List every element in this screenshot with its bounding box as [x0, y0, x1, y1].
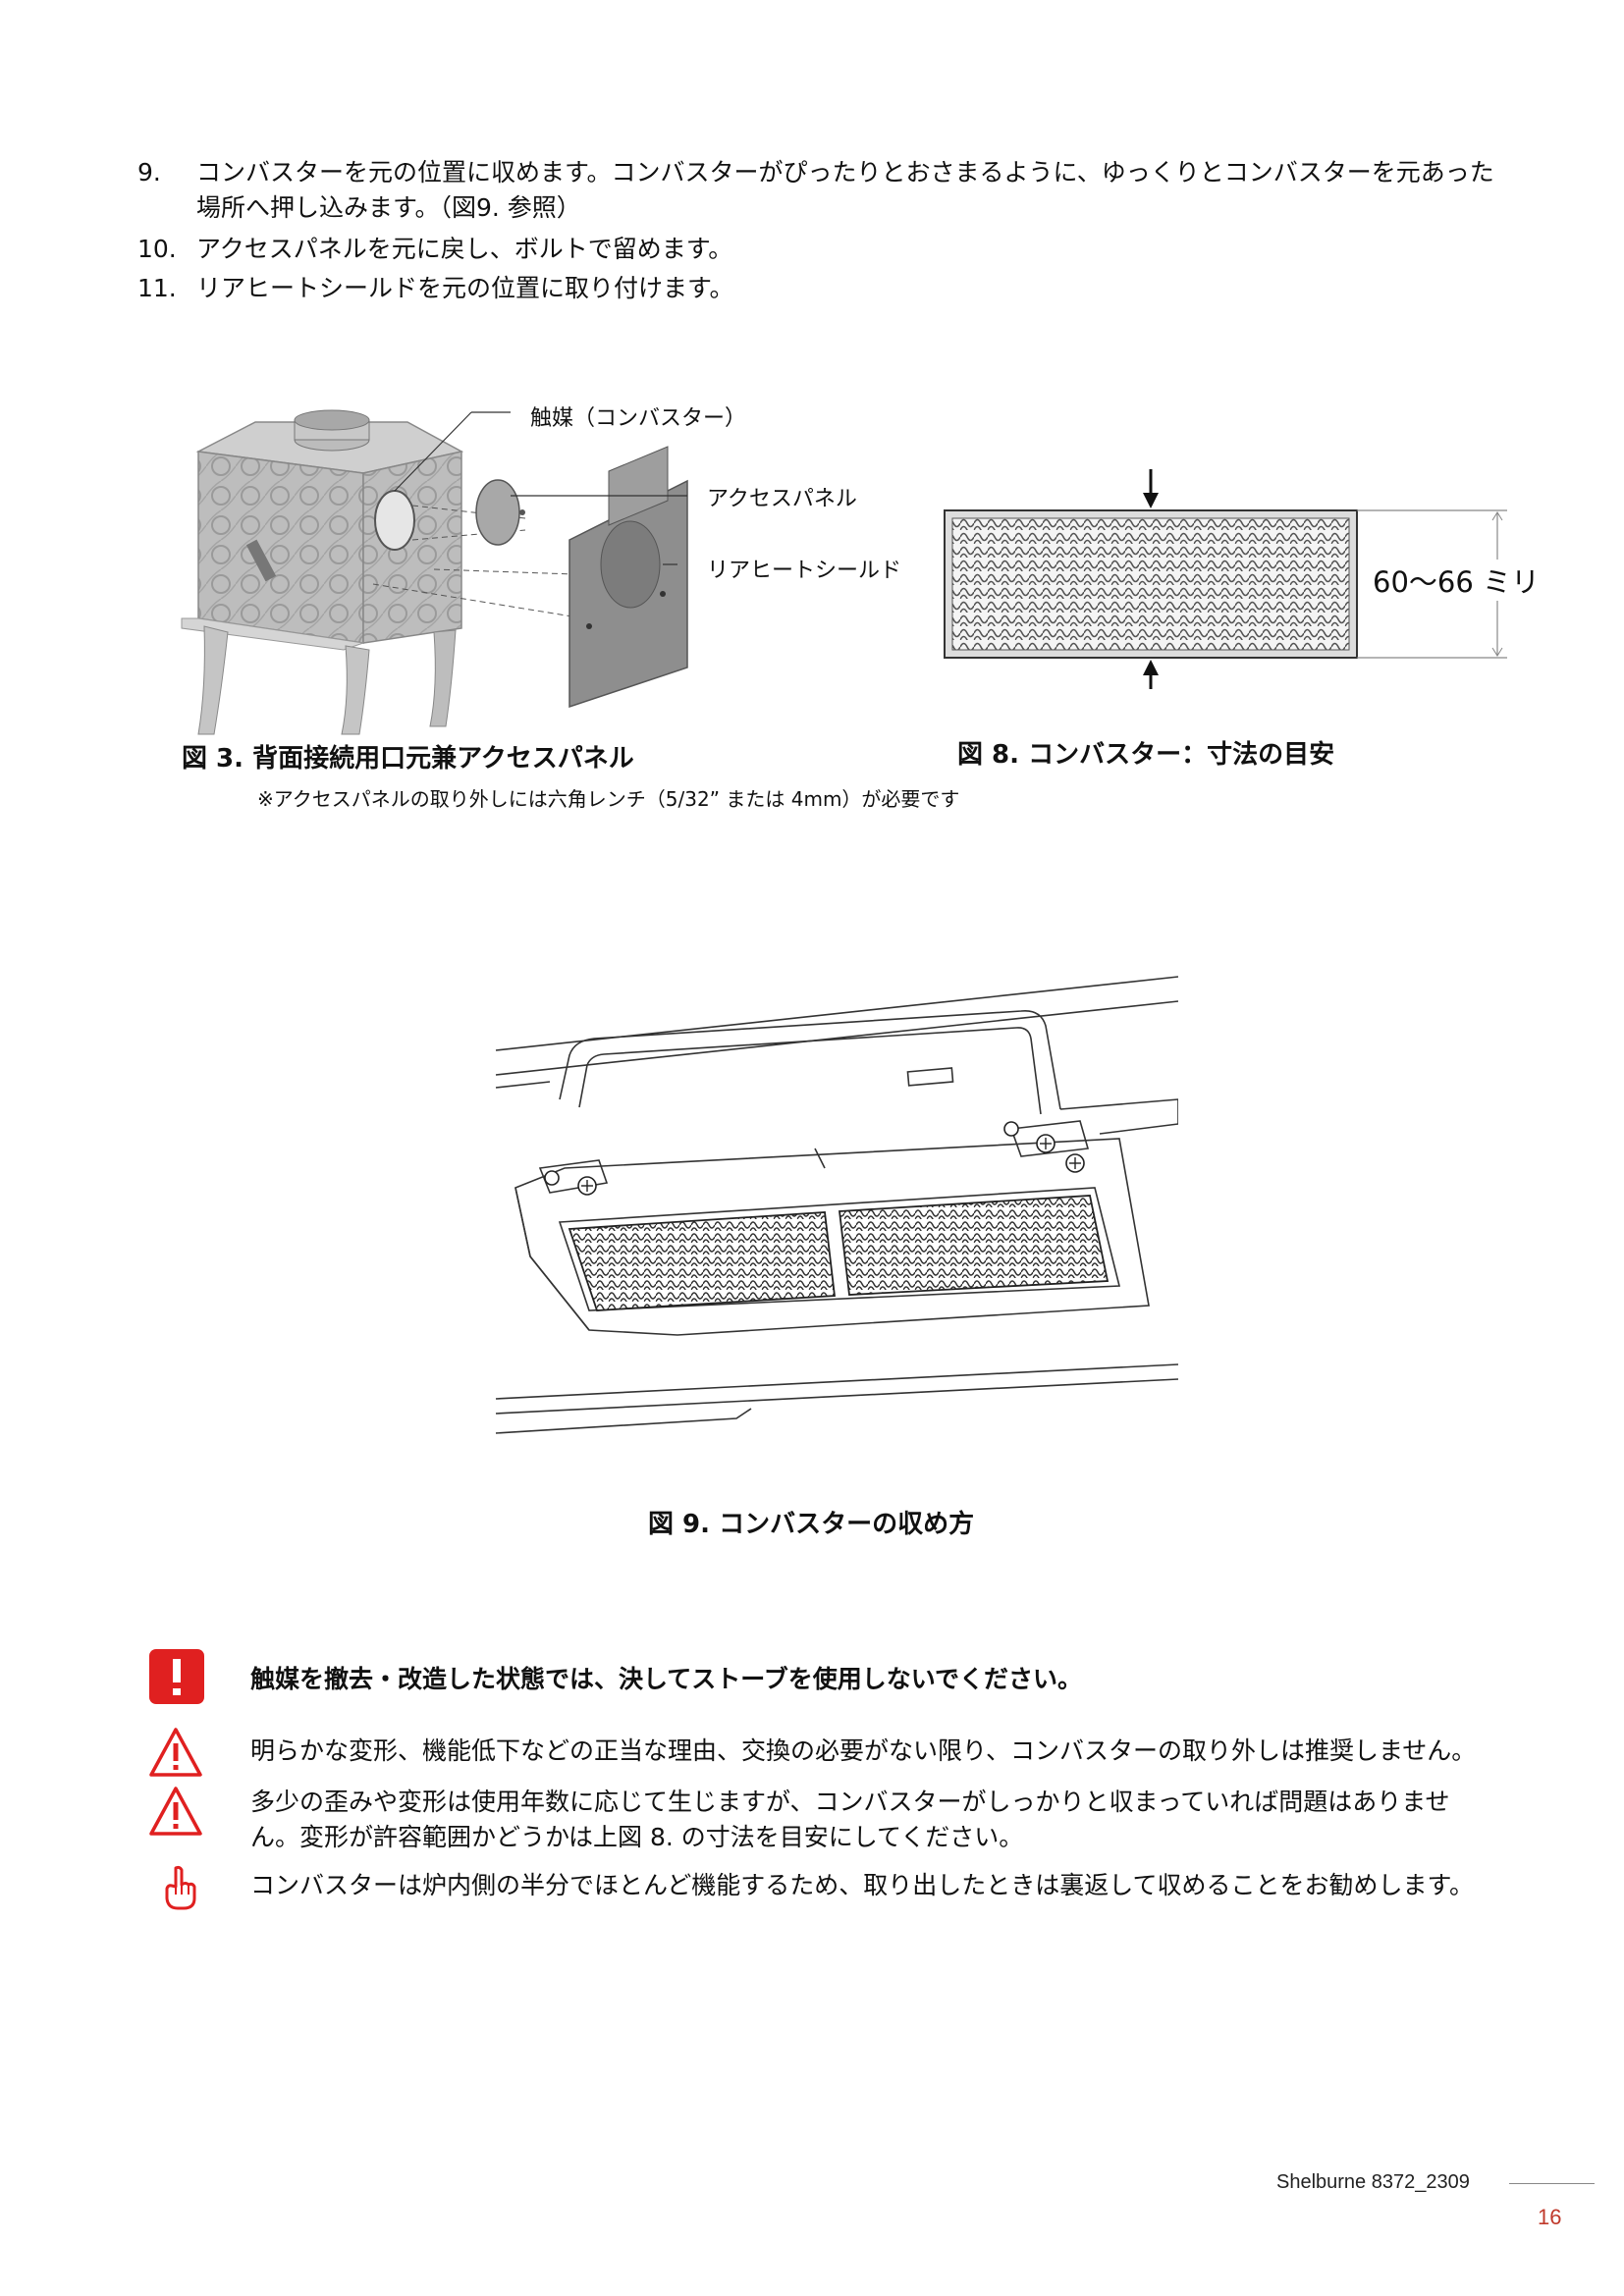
tip-text-flip: コンバスターは炉内側の半分でほとんど機能するため、取り出したときは裏返して収める… [250, 1871, 1475, 1899]
figure8-caption: 図 8. コンバスター：寸法の目安 [957, 740, 1335, 770]
warning-text-deformation-line2: ん。変形が許容範囲かどうかは上図 8. の寸法を目安にしてください。 [250, 1823, 1024, 1851]
label-access-panel: アクセスパネル [707, 487, 857, 511]
figure3-stove-illustration [181, 409, 688, 735]
step-text: リアヒートシールドを元の位置に取り付けます。 [196, 274, 734, 302]
figure8-combustor-illustration [944, 469, 1507, 689]
figure9-installation-illustration [495, 976, 1178, 1434]
step-number: 10. [137, 235, 177, 263]
figure9-caption: 図 9. コンバスターの収め方 [648, 1510, 975, 1539]
figure3-caption: 図 3. 背面接続用口元兼アクセスパネル [182, 744, 634, 774]
step-number: 11. [137, 274, 177, 302]
step-text-line1: コンバスターを元の位置に収めます。コンバスターがぴったりとおさまるように、ゆっく… [196, 158, 1494, 187]
warning-text-primary: 触媒を撤去・改造した状態では、決してストーブを使用しないでください。 [250, 1665, 1083, 1693]
warning-triangle-icon [149, 1728, 202, 1777]
label-rear-heat-shield: リアヒートシールド [707, 559, 902, 583]
warning-text-removal: 明らかな変形、機能低下などの正当な理由、交換の必要がない限り、コンバスターの取り… [250, 1736, 1477, 1765]
label-combustor: 触媒（コンバスター） [530, 406, 747, 431]
footer-rule [1509, 2183, 1595, 2184]
step-number: 9. [137, 158, 161, 187]
warning-triangle-icon [149, 1787, 202, 1836]
figure8-dimension-label: 60～66 ミリ [1373, 560, 1541, 601]
pointing-hand-icon [165, 1865, 196, 1910]
step-text: アクセスパネルを元に戻し、ボルトで留めます。 [196, 235, 733, 263]
footer-brand: Shelburne 8372_2309 [1276, 2171, 1470, 2193]
warning-text-deformation-line1: 多少の歪みや変形は使用年数に応じて生じますが、コンバスターがしっかりと収まってい… [250, 1788, 1450, 1816]
step-text-line2: 場所へ押し込みます。（図9. 参照） [196, 193, 581, 222]
figure3-note: ※アクセスパネルの取り外しには六角レンチ（5/32” または 4mm）が必要です [257, 787, 960, 811]
exclamation-box-icon [149, 1649, 204, 1704]
page-number: 16 [1538, 2205, 1562, 2229]
